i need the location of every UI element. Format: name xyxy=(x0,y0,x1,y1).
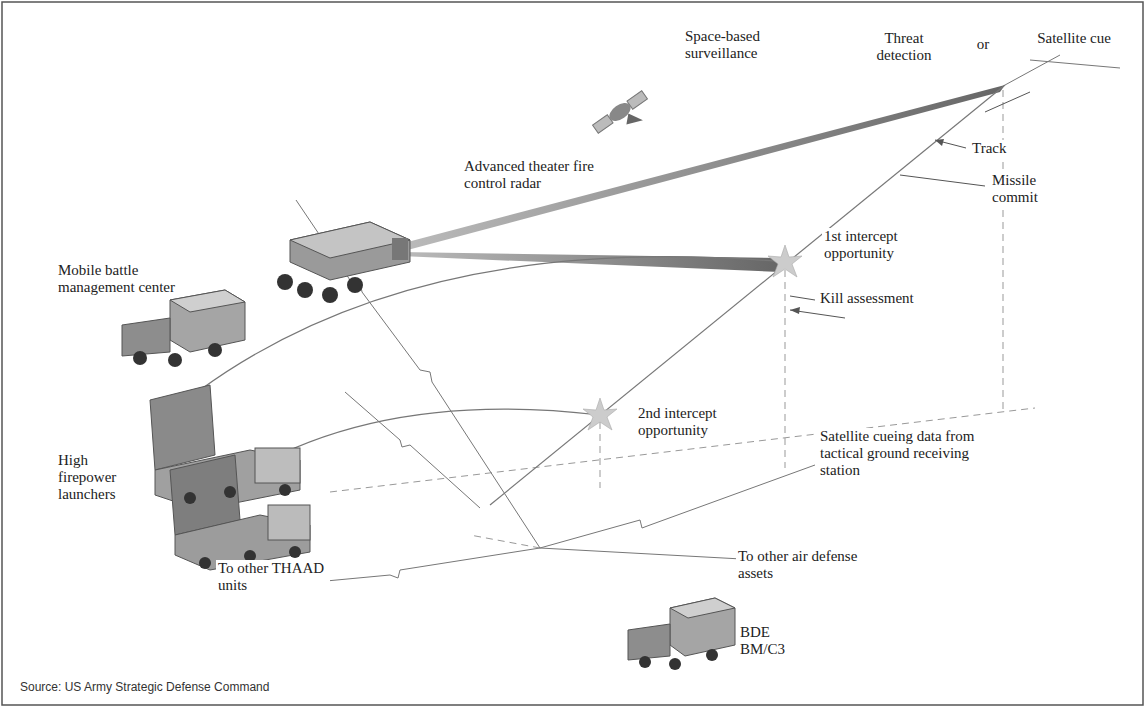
callout-label: Track xyxy=(970,140,1024,157)
callout-label: Satellite cue xyxy=(1032,30,1116,47)
callout-label: Advanced theater fire control radar xyxy=(462,158,596,192)
callout-label: Satellite cueing data from tactical grou… xyxy=(818,428,982,479)
callout-label: Missile commit xyxy=(990,172,1064,206)
callout-label: To other THAAD units xyxy=(216,560,330,594)
callout-label: 2nd intercept opportunity xyxy=(636,405,750,439)
callout-label: 1st intercept opportunity xyxy=(822,228,936,262)
callout-label: Mobile battle management center xyxy=(56,262,180,296)
callout-label: Threat detection xyxy=(862,30,946,64)
callout-label: or xyxy=(968,36,998,53)
callout-label: BDE BM/C3 xyxy=(738,624,802,658)
callout-label: Space-based surveillance xyxy=(683,28,797,62)
callout-label: High firepower launchers xyxy=(56,452,150,503)
callout-label: To other air defense assets xyxy=(736,548,880,582)
source-caption: Source: US Army Strategic Defense Comman… xyxy=(20,680,269,694)
callout-label: Kill assessment xyxy=(818,290,942,307)
